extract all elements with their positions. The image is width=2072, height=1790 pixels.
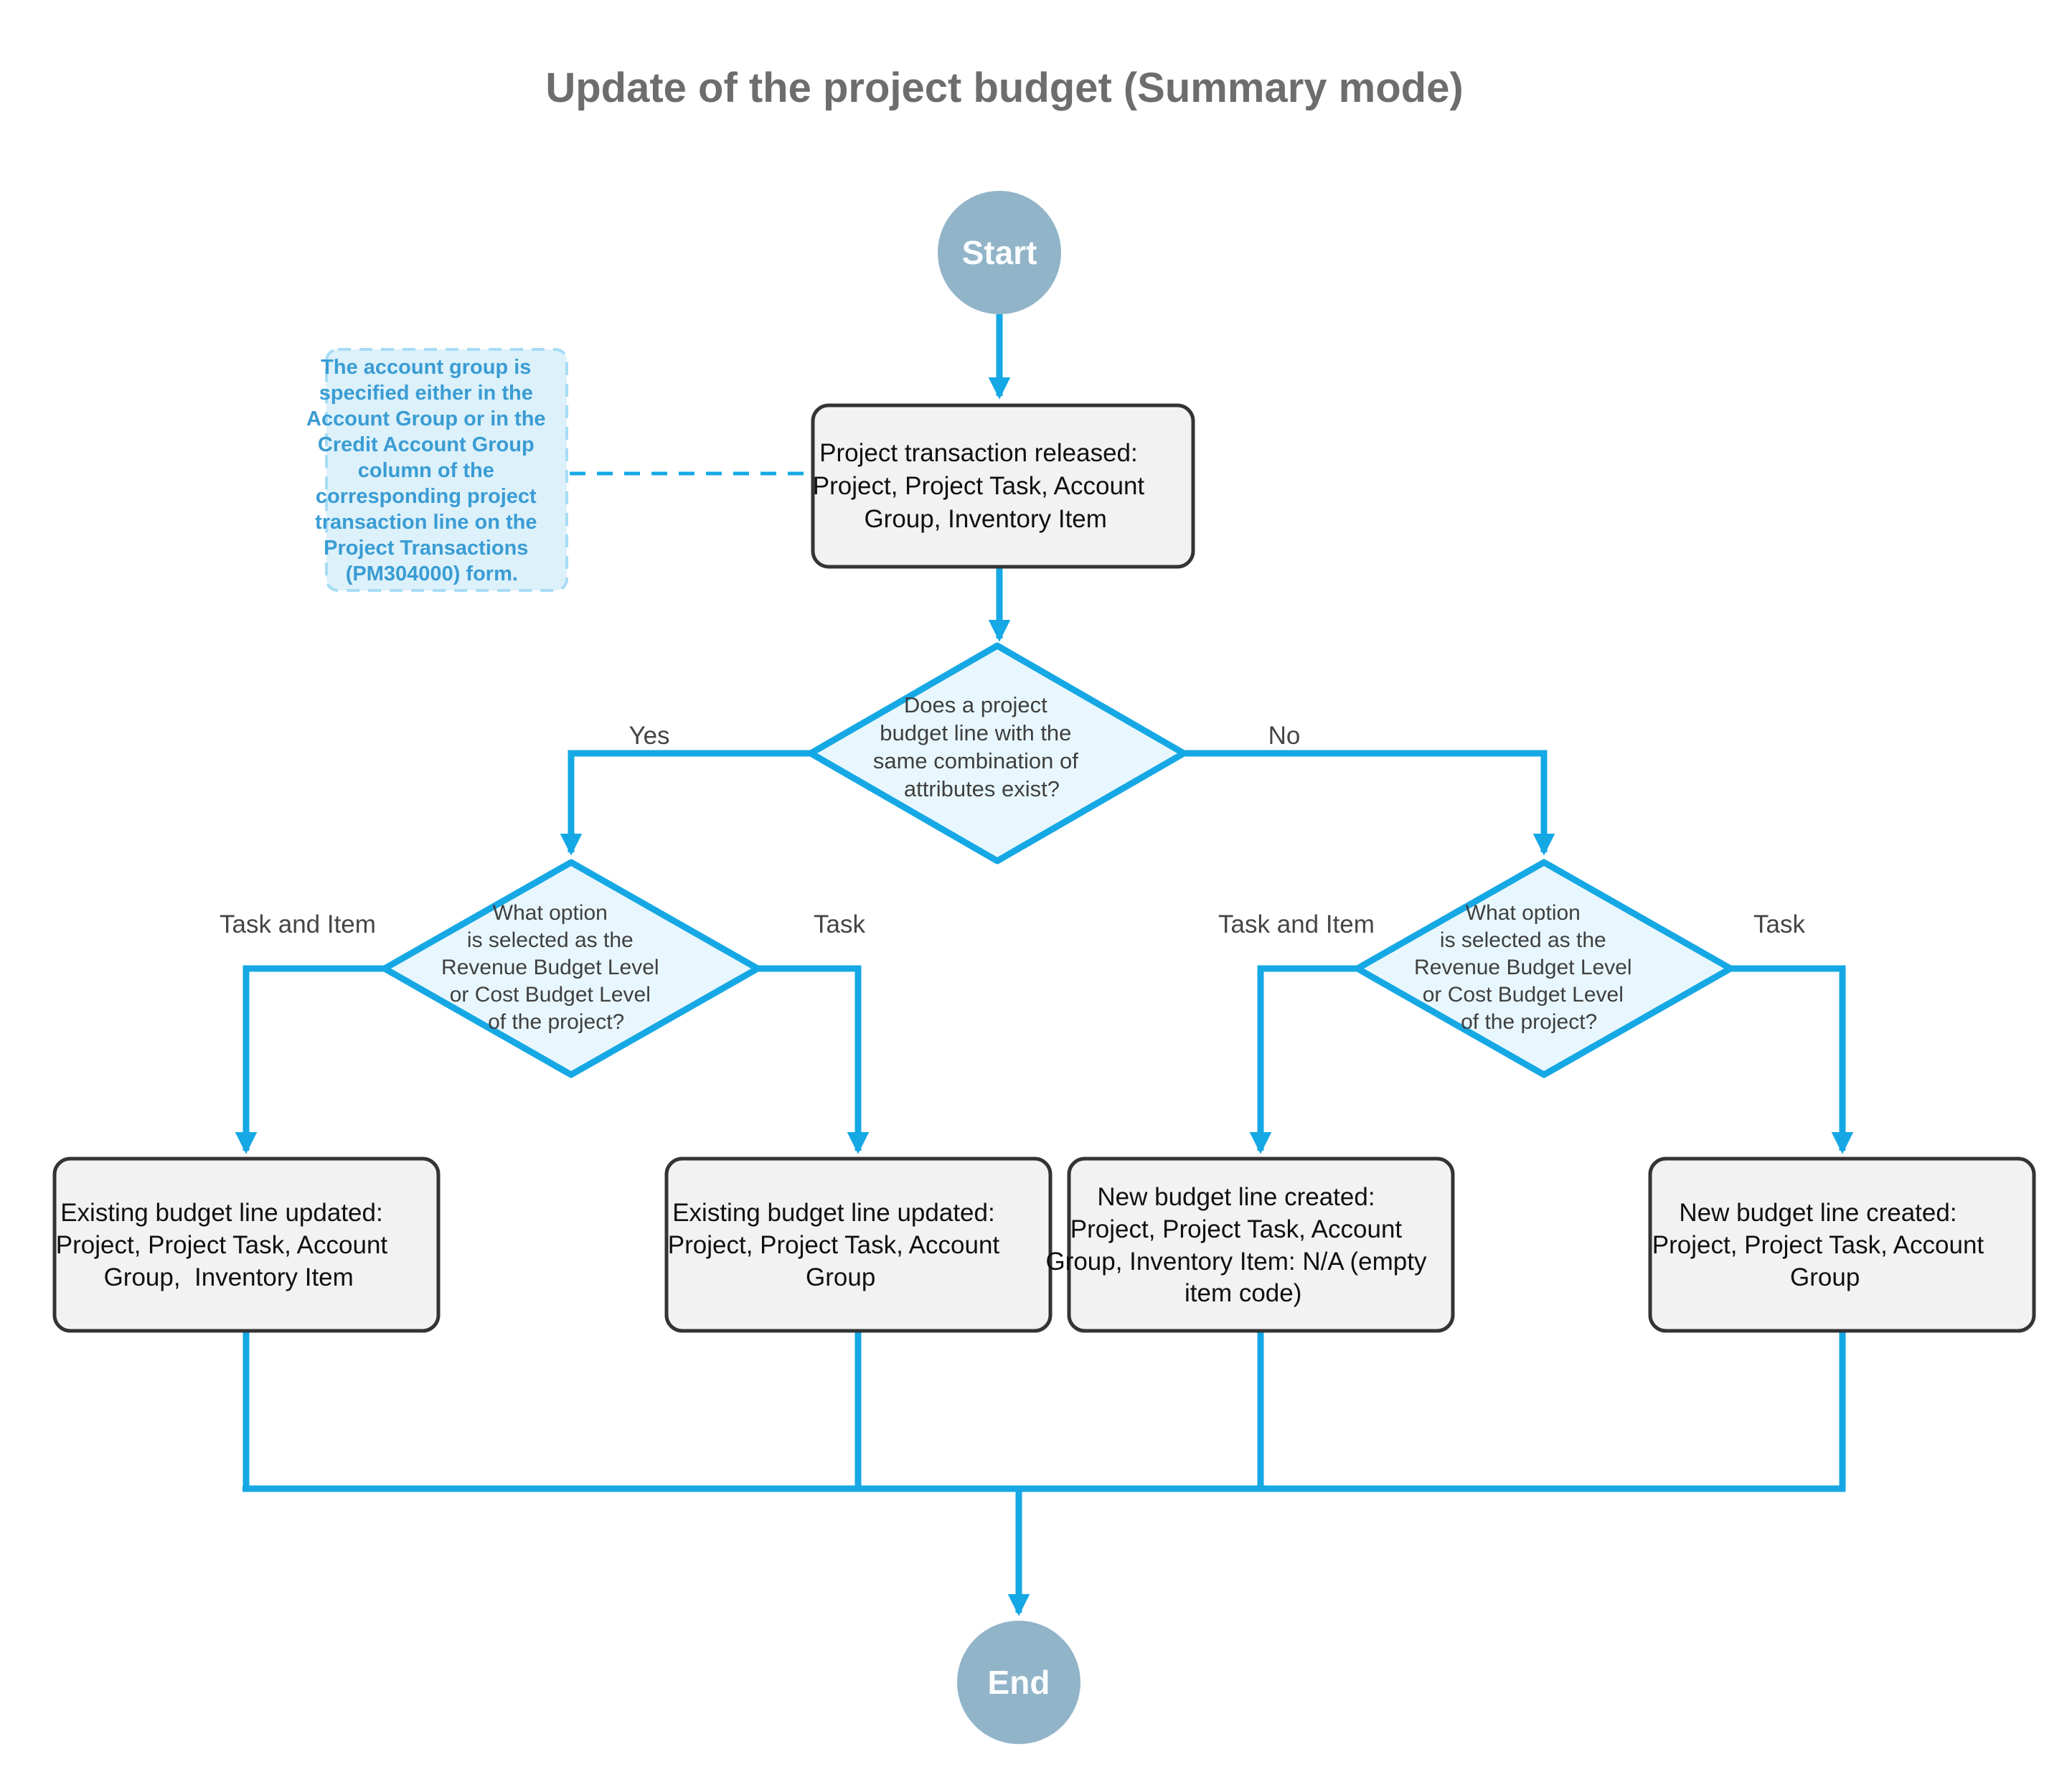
node-outcome4: New budget line created: Project, Projec… [1648,1157,2036,1333]
edges [235,314,1854,1616]
node-decision-left: What option is selected as the Revenue B… [0,0,761,1078]
outcome4-box [1648,1157,2036,1333]
edge-label-left-task-and-item: Task and Item [220,910,376,938]
outcome4-text: New budget line created: Project, Projec… [1652,1199,1984,1291]
edge-left-task-and-item-branch [235,965,385,1154]
edge-label-right-task: Task [1753,910,1805,938]
process-box [811,403,1195,569]
edge-label-no: No [1268,722,1301,750]
edge-label-yes: Yes [628,722,669,750]
edge-right-task-and-item-branch [1249,965,1357,1154]
edge-yes-branch [560,750,811,856]
outcome3-text: New budget line created: Project, Projec… [1045,1183,1427,1307]
edge-label-right-task-and-item: Task and Item [1218,910,1375,938]
node-process: Project transaction released: Project, P… [0,0,1195,569]
edge-label-left-task: Task [814,910,865,938]
decision-left-text: What option is selected as the Revenue B… [0,0,701,1034]
decision-main-text: Does a project budget line with the same… [0,0,1121,801]
decision-right-diamond [1354,859,1734,1078]
decision-left-diamond [381,859,761,1078]
node-note: The account group is specified either in… [0,0,586,592]
outcome2-text: Existing budget line updated: Project, P… [0,0,1048,1291]
process-text: Project transaction released: Project, P… [0,0,1193,533]
node-outcome2: Existing budget line updated: Project, P… [0,0,1053,1333]
outcome1-box [52,1157,441,1333]
start-label: Start [962,234,1037,271]
node-decision-right: What option is selected as the Revenue B… [0,0,1734,1078]
node-decision-main: Does a project budget line with the same… [0,0,1187,865]
start-circle [938,191,1061,314]
decision-main-diamond [807,642,1187,865]
decision-right-text: What option is selected as the Revenue B… [0,0,1674,1034]
node-end: End [957,1621,1080,1744]
outcome1-text: Existing budget line updated: Project, P… [0,0,436,1291]
node-outcome3: New budget line created: Project, Projec… [1045,1157,1455,1333]
node-start: Start [938,191,1061,314]
outcome3-box [1067,1157,1455,1333]
edge-no-branch [1184,750,1555,856]
end-label: End [988,1664,1050,1701]
node-outcome1: Existing budget line updated: Project, P… [0,0,441,1333]
outcome2-box [664,1157,1053,1333]
end-circle [957,1621,1080,1744]
edge-left-task-branch [758,965,870,1154]
edge-right-task-branch [1730,965,1854,1154]
note-box [325,348,568,592]
note-text: The account group is specified either in… [0,0,586,585]
diagram-title: Update of the project budget (Summary mo… [545,65,1463,111]
